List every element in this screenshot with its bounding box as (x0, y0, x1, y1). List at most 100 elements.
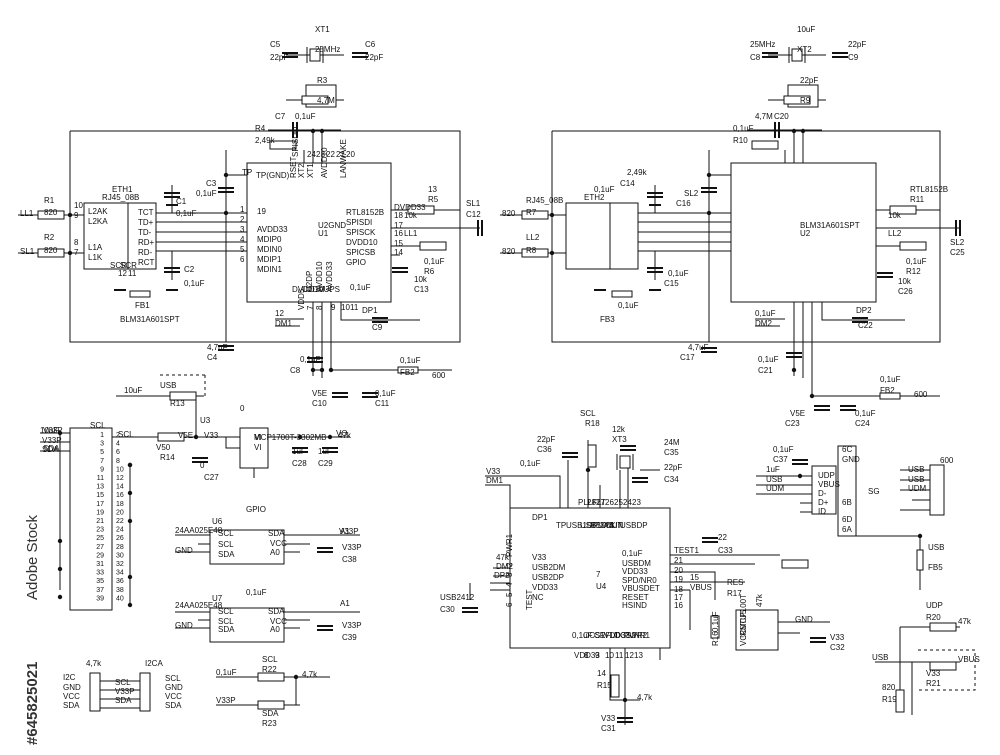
label: 2,49k (255, 136, 276, 145)
label: 0,1uF (773, 445, 794, 454)
label: RES (727, 578, 743, 587)
label: R13 (170, 399, 185, 408)
label: 25MHz (750, 40, 775, 49)
connector-gpio (69, 427, 113, 611)
label: C23 (785, 419, 800, 428)
ic-u4 (509, 507, 671, 649)
label: A1 (340, 599, 350, 608)
label: RTL8152B (346, 208, 384, 217)
label: VBUS (958, 655, 980, 664)
resistor-icon (169, 391, 197, 401)
label: U1 (318, 229, 329, 238)
label: SPISDO (291, 127, 300, 157)
label: 29 (96, 552, 104, 559)
label: 4,7M (317, 96, 335, 105)
ic-u7 (209, 607, 285, 643)
label: 23 (632, 498, 641, 507)
resistor-icon (407, 205, 435, 215)
resistor-icon (521, 248, 549, 258)
label: UDP (818, 471, 835, 480)
ferrite-bead-icon (879, 392, 901, 400)
label: 13 (96, 484, 104, 491)
label: XT1 (306, 163, 315, 178)
label: 3 (100, 441, 104, 448)
label: 22pF (270, 53, 288, 62)
label: MCP100T (739, 594, 748, 630)
label: VCC (270, 617, 287, 626)
junction-dot (585, 467, 591, 473)
label: MDIN1 (257, 265, 282, 274)
label: C26 (898, 287, 913, 296)
label: 820 (502, 247, 516, 256)
resistor-icon (751, 140, 779, 150)
label: XIN (610, 521, 624, 530)
label: OCS1 (583, 631, 605, 640)
resistor-icon (587, 444, 597, 468)
label: 26 (605, 498, 614, 507)
label: 4,7k (86, 659, 102, 668)
junction-dot (223, 172, 229, 178)
label: C1 (176, 197, 187, 206)
label: C12 (466, 210, 481, 219)
label: 0,1uF (733, 124, 754, 133)
label: SCR (110, 261, 127, 270)
label: A1 (340, 527, 350, 536)
label: !RST (739, 620, 748, 638)
label: U6 (212, 517, 223, 526)
label: R9 (800, 96, 811, 105)
label: DVDD10UPS (292, 285, 340, 294)
label: A0 (270, 548, 280, 557)
label: C38 (342, 555, 357, 564)
ferrite-bead-icon (397, 366, 419, 374)
label: 10uF (40, 426, 58, 435)
label: V50 (156, 443, 171, 452)
label: V33P (42, 436, 62, 445)
label: 19 (674, 575, 683, 584)
label: MDIN0 (257, 245, 282, 254)
label: BLM31A601SPT (800, 221, 860, 230)
components (37, 47, 961, 723)
junction-dot (791, 367, 797, 373)
label: 10k (888, 211, 902, 220)
label: 30 (116, 552, 124, 559)
label: DM1 (486, 476, 503, 485)
junction-dot (193, 434, 199, 440)
label: SCL (262, 655, 278, 664)
label: USBDP (620, 521, 648, 530)
label: R12 (906, 267, 921, 276)
label: 40 (116, 595, 124, 602)
label: C17 (680, 353, 695, 362)
wire (551, 130, 941, 343)
connector-eth2-body (609, 202, 639, 270)
label: RJ45_08B (526, 196, 563, 205)
resistor-icon (929, 661, 957, 671)
label: LL2 (526, 233, 540, 242)
label: TD- (138, 228, 152, 237)
label: DP1 (532, 513, 548, 522)
resistor-icon (929, 622, 957, 632)
label: 39 (96, 595, 104, 602)
label: 17 (394, 221, 403, 230)
junction-dot (297, 434, 303, 440)
label: 25MHz (315, 45, 340, 54)
label: 22 (326, 150, 335, 159)
label: USB (928, 543, 944, 552)
label: L1K (88, 253, 103, 262)
label: 38 (116, 587, 124, 594)
label: 22pF (848, 40, 866, 49)
label: C8 (290, 366, 301, 375)
label: C39 (342, 633, 357, 642)
label: 0,1uF (350, 283, 371, 292)
label: BLM31A601SPT (120, 315, 180, 324)
label: C31 (601, 724, 616, 733)
label: DP1 (362, 306, 378, 315)
label: ID (818, 507, 826, 516)
label: RD+ (138, 238, 155, 247)
label: D- (818, 489, 827, 498)
label: C15 (664, 279, 679, 288)
label: VDD33 (532, 583, 558, 592)
junction-dot (127, 602, 133, 608)
label: TCT (138, 208, 154, 217)
ic-u5 (735, 609, 779, 651)
label: 10 (116, 466, 124, 473)
